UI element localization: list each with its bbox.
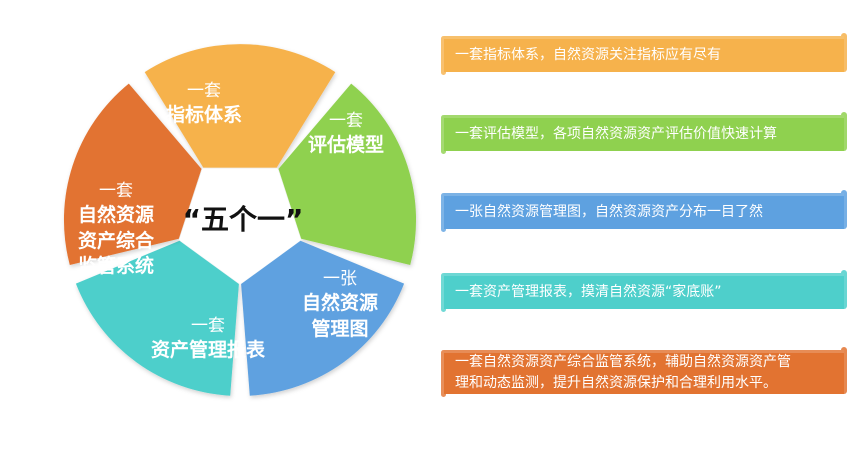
segment-small-text: 一套 [187, 81, 221, 101]
segment-report [75, 240, 239, 396]
banner-text: 一套资产管理报表，摸清自然资源“家底账” [455, 282, 839, 303]
segment-small-text: 一张 [323, 269, 357, 289]
segment-small-text: 一套 [329, 111, 363, 131]
center-title: “五个一” [182, 203, 304, 236]
banner-scroll-shape [441, 270, 847, 312]
banner-2: 一套评估模型，各项自然资源资产评估价值快速计算 [441, 112, 849, 154]
center-pentagon [179, 168, 301, 284]
segment-model [278, 83, 417, 265]
five-ones-wheel [63, 44, 417, 396]
segment-label-model: 一套评估模型 [308, 110, 384, 159]
segment-big-text: 资产综合 [78, 229, 155, 252]
segment-label-map: 一张自然资源管理图 [302, 268, 378, 342]
banner-scroll-shape [441, 347, 847, 397]
segment-big-text: 自然资源 [302, 291, 379, 314]
banner-text-line: 一套指标体系，自然资源关注指标应有尽有 [455, 46, 721, 63]
banner-text-line: 一张自然资源管理图，自然资源资产分布一目了然 [455, 203, 763, 220]
banner-text: 一套评估模型，各项自然资源资产评估价值快速计算 [455, 124, 839, 145]
banner-1: 一套指标体系，自然资源关注指标应有尽有 [441, 33, 849, 75]
banner-text: 一套自然资源资产综合监管系统，辅助自然资源资产管理和动态监测，提升自然资源保护和… [455, 352, 839, 394]
segment-big-text: 监管系统 [78, 255, 155, 278]
banner-text-line: 一套资产管理报表，摸清自然资源“家底账” [455, 283, 722, 300]
banner-4: 一套资产管理报表，摸清自然资源“家底账” [441, 270, 849, 312]
banner-text: 一套指标体系，自然资源关注指标应有尽有 [455, 45, 839, 66]
segment-label-system: 一套自然资源资产综合监管系统 [78, 180, 154, 280]
segment-big-text: 指标体系 [166, 103, 243, 126]
banner-3: 一张自然资源管理图，自然资源资产分布一目了然 [441, 190, 849, 232]
segment-map [241, 240, 405, 396]
segment-label-report: 一套资产管理报表 [151, 315, 265, 364]
segment-small-text: 一套 [191, 316, 225, 336]
segment-big-text: 自然资源 [78, 203, 155, 226]
segment-system [63, 83, 202, 265]
segment-indicator [144, 44, 336, 168]
banner-5: 一套自然资源资产综合监管系统，辅助自然资源资产管理和动态监测，提升自然资源保护和… [441, 347, 849, 397]
segment-big-text: 资产管理报表 [151, 338, 266, 361]
segment-big-text: 管理图 [311, 317, 369, 340]
banner-scroll-shape [441, 33, 847, 75]
banner-text-line: 一套评估模型，各项自然资源资产评估价值快速计算 [455, 125, 777, 142]
banner-text: 一张自然资源管理图，自然资源资产分布一目了然 [455, 202, 839, 223]
banner-text-line: 理和动态监测，提升自然资源保护和合理利用水平。 [455, 375, 777, 391]
segment-big-text: 评估模型 [308, 133, 385, 156]
banner-scroll-shape [441, 112, 847, 154]
banner-text-line: 一套自然资源资产综合监管系统，辅助自然资源资产管 [455, 354, 791, 370]
banner-scroll-shape [441, 190, 847, 232]
segment-label-indicator: 一套指标体系 [166, 80, 242, 129]
segment-small-text: 一套 [99, 181, 133, 201]
